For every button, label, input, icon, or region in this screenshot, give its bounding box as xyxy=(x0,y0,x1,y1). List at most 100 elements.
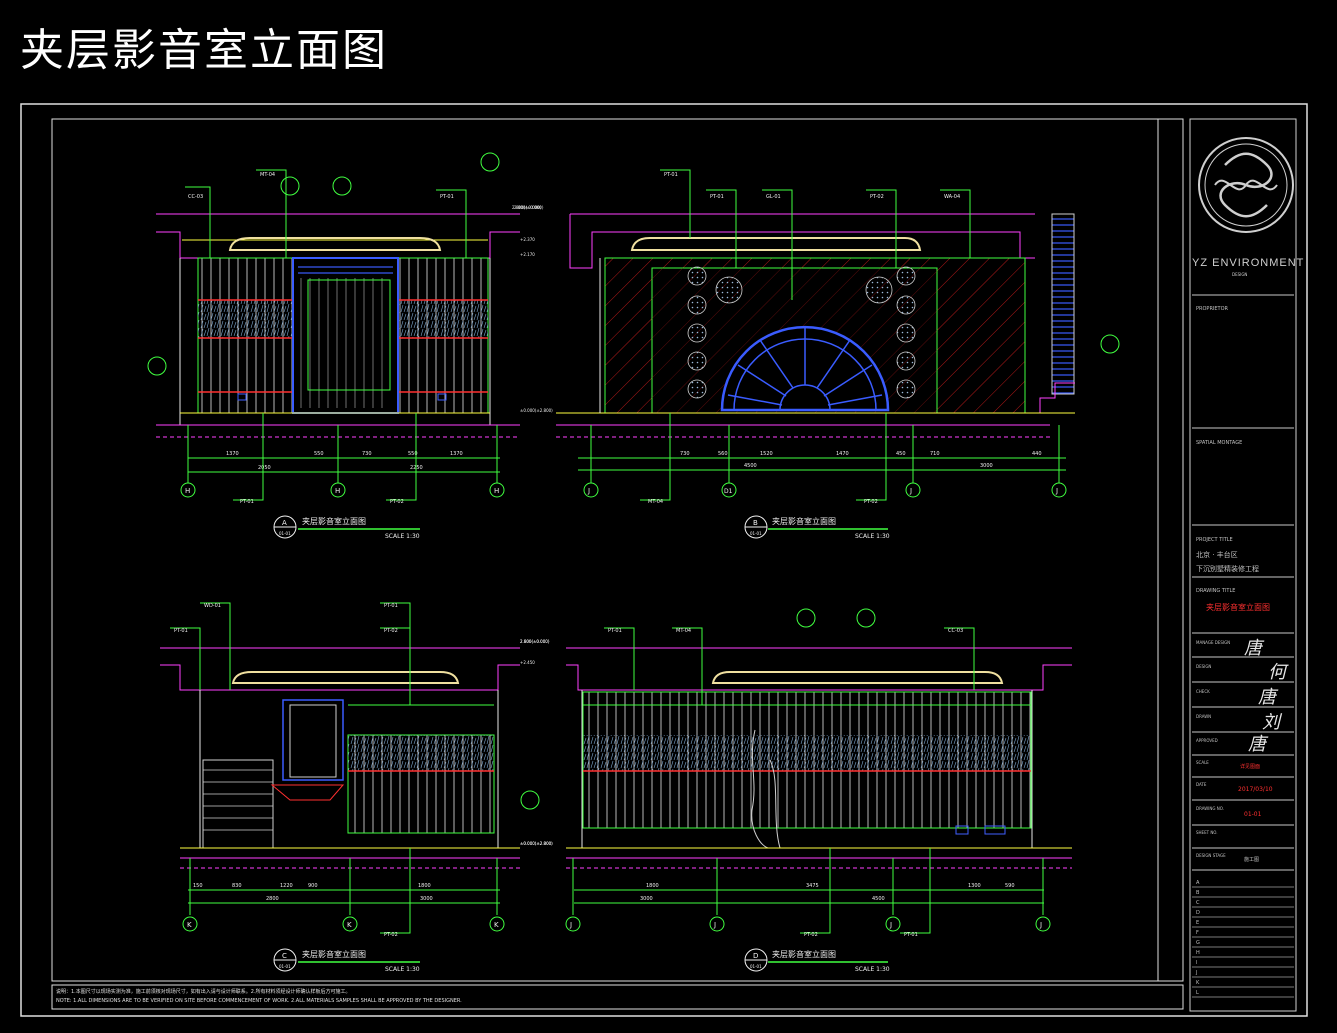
svg-text:150: 150 xyxy=(193,883,203,889)
svg-text:MT-04: MT-04 xyxy=(260,172,275,178)
signature-3: 唐 xyxy=(1258,687,1279,708)
svg-text:830: 830 xyxy=(232,883,242,889)
svg-text:DESIGN STAGE: DESIGN STAGE xyxy=(1196,853,1226,858)
outer-frame xyxy=(20,103,1308,1017)
svg-text:±0.000(±2.800): ±0.000(±2.800) xyxy=(520,841,553,846)
elevation-b: 730 560 1520 1470 450 710 440 4500 3000 … xyxy=(514,169,1120,540)
svg-text:SCALE 1:30: SCALE 1:30 xyxy=(385,966,420,973)
svg-text:PT-01: PT-01 xyxy=(174,628,188,634)
svg-text:北京 · 丰台区: 北京 · 丰台区 xyxy=(1196,550,1238,559)
svg-text:SPATIAL MONTAGE: SPATIAL MONTAGE xyxy=(1196,440,1242,446)
svg-text:H: H xyxy=(335,487,340,495)
svg-text:PT-01: PT-01 xyxy=(240,499,254,505)
svg-text:PT-01: PT-01 xyxy=(710,194,724,200)
svg-text:3475: 3475 xyxy=(806,883,819,889)
svg-text:A: A xyxy=(282,519,287,527)
svg-text:施工图: 施工图 xyxy=(1244,856,1259,863)
svg-text:K: K xyxy=(187,921,192,929)
svg-text:PT-02: PT-02 xyxy=(870,194,884,200)
svg-text:PT-02: PT-02 xyxy=(864,499,878,505)
svg-text:440: 440 xyxy=(1032,451,1042,457)
elevation-c: 150 830 1220 900 1800 2800 3000 K K K WD… xyxy=(160,602,553,973)
svg-text:MT-04: MT-04 xyxy=(648,499,663,505)
svg-text:下沉别墅精装修工程: 下沉别墅精装修工程 xyxy=(1196,564,1259,573)
svg-text:SHEET NO.: SHEET NO. xyxy=(1196,830,1218,835)
svg-text:PT-02: PT-02 xyxy=(390,499,404,505)
svg-text:900: 900 xyxy=(308,883,318,889)
svg-text:730: 730 xyxy=(680,451,690,457)
svg-text:1220: 1220 xyxy=(280,883,293,889)
svg-text:+2.170: +2.170 xyxy=(520,252,535,257)
svg-text:PT-02: PT-02 xyxy=(384,932,398,938)
drawing-name: 夹层影音室立面图 xyxy=(1206,602,1270,612)
revision-letter: C xyxy=(1196,900,1200,906)
revision-letter: A xyxy=(1196,880,1200,886)
svg-text:SCALE 1:30: SCALE 1:30 xyxy=(855,966,890,973)
svg-text:CC-03: CC-03 xyxy=(948,628,963,634)
svg-text:J: J xyxy=(587,487,590,495)
svg-text:2.800(±0.000): 2.800(±0.000) xyxy=(520,639,550,644)
title-block: YZ ENVIRONMENT DESIGN PROPRIETOR SPATIAL… xyxy=(1189,118,1304,1012)
svg-text:1800: 1800 xyxy=(418,883,431,889)
svg-text:PT-01: PT-01 xyxy=(440,194,454,200)
svg-text:2050: 2050 xyxy=(258,465,271,471)
svg-text:CC-03: CC-03 xyxy=(188,194,203,200)
svg-text:3000: 3000 xyxy=(640,896,653,902)
notes-line-2: NOTE: 1.ALL DIMENSIONS ARE TO BE VERIFIE… xyxy=(56,998,462,1004)
page-title: 夹层影音室立面图 xyxy=(20,25,388,76)
elevation-d: 1800 3475 1300 590 3000 4500 J J J J PT-… xyxy=(520,608,1072,973)
svg-text:01-01: 01-01 xyxy=(279,964,291,969)
svg-text:+2.370: +2.370 xyxy=(520,237,535,242)
svg-text:PT-01: PT-01 xyxy=(608,628,622,634)
svg-text:SCALE 1:30: SCALE 1:30 xyxy=(855,533,890,540)
svg-text:H: H xyxy=(494,487,499,495)
svg-text:MT-04: MT-04 xyxy=(676,628,691,634)
svg-text:夹层影音室立面图: 夹层影音室立面图 xyxy=(772,949,836,959)
svg-text:DRAWING NO.: DRAWING NO. xyxy=(1196,806,1224,811)
signature-2: 何 xyxy=(1268,662,1289,683)
svg-text:C: C xyxy=(282,952,287,960)
svg-text:±0.000(±2.800): ±0.000(±2.800) xyxy=(520,841,553,846)
signature-4: 刘 xyxy=(1262,712,1283,733)
svg-text:J: J xyxy=(909,487,912,495)
svg-text:4500: 4500 xyxy=(872,896,885,902)
svg-text:4500: 4500 xyxy=(744,463,757,469)
svg-text:1300: 1300 xyxy=(968,883,981,889)
signature-5: 唐 xyxy=(1248,734,1269,755)
svg-text:D: D xyxy=(753,952,758,960)
logo-icon xyxy=(1198,137,1294,233)
logo-text: YZ ENVIRONMENT xyxy=(1192,257,1304,269)
svg-text:SCALE: SCALE xyxy=(1196,760,1209,765)
svg-text:1370: 1370 xyxy=(450,451,463,457)
svg-text:夹层影音室立面图: 夹层影音室立面图 xyxy=(302,516,366,526)
revision-letter: F xyxy=(1196,930,1199,936)
svg-text:730: 730 xyxy=(362,451,372,457)
svg-text:550: 550 xyxy=(314,451,324,457)
svg-text:B: B xyxy=(753,519,758,527)
svg-text:DRAWN: DRAWN xyxy=(1196,714,1211,719)
svg-text:±0.000(±2.800): ±0.000(±2.800) xyxy=(520,408,553,413)
revision-letter: J xyxy=(1195,970,1197,976)
revision-letter: L xyxy=(1196,990,1199,996)
svg-text:1370: 1370 xyxy=(226,451,239,457)
svg-text:01-01: 01-01 xyxy=(750,964,762,969)
svg-text:550: 550 xyxy=(408,451,418,457)
svg-text:J: J xyxy=(569,921,572,929)
svg-text:1470: 1470 xyxy=(836,451,849,457)
svg-text:PT-02: PT-02 xyxy=(384,628,398,634)
svg-text:710: 710 xyxy=(930,451,940,457)
svg-text:2.800(±0.000): 2.800(±0.000) xyxy=(520,639,550,644)
svg-text:+2.450: +2.450 xyxy=(520,660,535,665)
notes-line-1: 说明：1.本图尺寸以现场实测为准，施工前须核对现场尺寸，如有出入请与设计师联系。… xyxy=(56,988,351,995)
svg-text:DESIGN: DESIGN xyxy=(1232,272,1247,277)
svg-text:PT-02: PT-02 xyxy=(804,932,818,938)
svg-text:WD-01: WD-01 xyxy=(204,603,221,609)
svg-text:J: J xyxy=(1039,921,1042,929)
svg-text:J: J xyxy=(1055,487,1058,495)
svg-text:GL-01: GL-01 xyxy=(766,194,781,200)
signature-1: 唐 xyxy=(1244,638,1265,659)
revision-letter: H xyxy=(1196,950,1200,956)
svg-text:H: H xyxy=(185,487,190,495)
svg-text:DATE: DATE xyxy=(1196,782,1207,787)
